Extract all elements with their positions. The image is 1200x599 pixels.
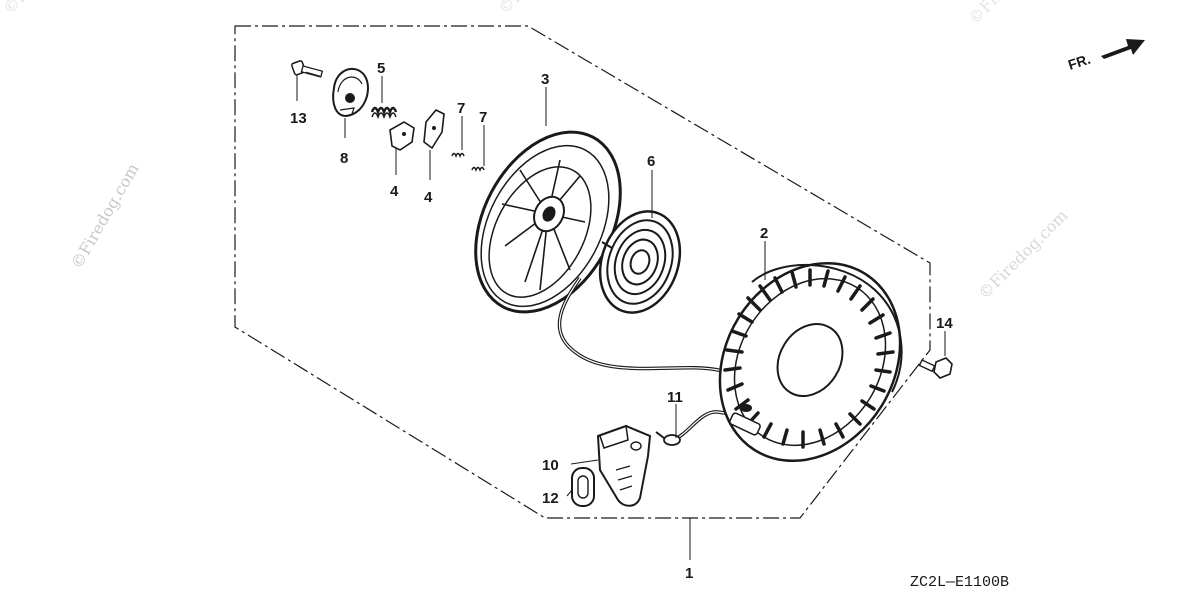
watermark-top-center: ©Firedog.com <box>494 0 591 18</box>
part-4-ratchet-right <box>423 109 445 150</box>
callout-13: 13 <box>290 110 307 127</box>
callout-4-left: 4 <box>390 183 399 200</box>
callout-7-right: 7 <box>479 109 487 126</box>
part-2-starter-case <box>718 261 903 463</box>
front-direction-indicator: FR. <box>1066 39 1145 73</box>
leader-lines <box>296 74 946 560</box>
part-10-starter-grip <box>596 424 652 507</box>
callout-14: 14 <box>936 315 953 332</box>
watermark-top-left: ©Firedog.com <box>0 0 96 18</box>
callout-7-left: 7 <box>457 100 465 117</box>
callout-1: 1 <box>685 565 693 582</box>
callout-10: 10 <box>542 457 559 474</box>
part-14-bolt <box>918 357 953 379</box>
watermark-right: ©Firedog.com <box>974 206 1071 303</box>
callout-3: 3 <box>541 71 549 88</box>
watermark-top-right: ©Firedog.com <box>964 0 1061 28</box>
callout-5: 5 <box>377 60 385 77</box>
drawing-code: ZC2L—E1100B <box>910 574 1009 591</box>
front-label: FR. <box>1066 51 1092 73</box>
callout-6: 6 <box>647 153 655 170</box>
callout-labels: 13 8 5 4 4 7 7 3 6 2 14 11 10 12 1 <box>290 60 953 582</box>
part-6-recoil-spring <box>598 210 682 314</box>
part-7-ratchet-springs <box>451 152 485 173</box>
callout-8: 8 <box>340 150 348 167</box>
callout-11: 11 <box>667 389 683 406</box>
callout-2: 2 <box>760 225 768 242</box>
part-5-friction-spring <box>370 106 398 120</box>
callout-4-right: 4 <box>424 189 433 206</box>
part-13-bolt <box>291 60 324 78</box>
front-arrow-icon <box>1101 39 1145 59</box>
part-8-ratchet-cam <box>332 67 369 118</box>
watermark-left: ©Firedog.com <box>67 160 143 272</box>
part-12-grip-insert <box>571 467 595 507</box>
callout-12: 12 <box>542 490 559 507</box>
assembly-boundary <box>234 25 931 519</box>
part-4-ratchet-left <box>389 121 415 151</box>
